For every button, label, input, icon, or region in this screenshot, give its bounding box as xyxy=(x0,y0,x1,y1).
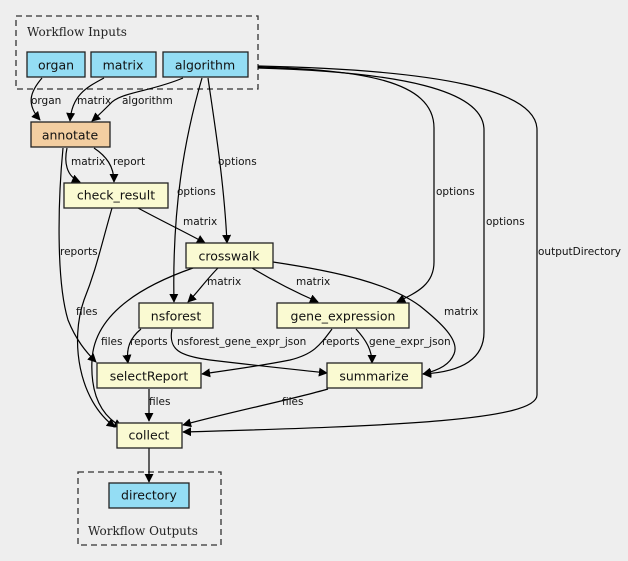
edge-crosswalk-to-summarize: matrix xyxy=(272,261,478,377)
edge-gene-expression-to-select-report: reports xyxy=(201,328,360,378)
node-select-report[interactable]: selectReport xyxy=(96,362,202,389)
node-label: matrix xyxy=(103,58,144,73)
node-label: gene_expression xyxy=(291,309,396,324)
edge-summarize-to-collect: files xyxy=(182,388,329,428)
edge-label: matrix xyxy=(444,306,478,318)
edge-annotate-to-select-report: reports xyxy=(58,147,98,363)
edge-label: nsforest_gene_expr_json xyxy=(177,336,306,348)
node-gene-expression[interactable]: gene_expression xyxy=(276,302,410,329)
cluster-outputs-label: Workflow Outputs xyxy=(88,524,198,538)
edge-label: algorithm xyxy=(122,95,173,107)
edge-label: gene_expr_json xyxy=(369,336,451,348)
node-annotate[interactable]: annotate xyxy=(30,121,111,148)
edge-crosswalk-to-gene-expression: matrix xyxy=(251,267,330,303)
node-directory[interactable]: directory xyxy=(108,482,190,509)
edge-crosswalk-to-collect: files xyxy=(91,267,194,428)
edge-label: matrix xyxy=(71,156,105,168)
node-organ[interactable]: organ xyxy=(26,51,86,78)
node-label: collect xyxy=(129,428,170,443)
node-collect[interactable]: collect xyxy=(116,422,183,449)
edge-algorithm-to-summarize: options xyxy=(257,67,525,379)
edge-label: files xyxy=(76,306,97,318)
node-matrix[interactable]: matrix xyxy=(90,51,157,78)
edge-organ-to-annotate: organ xyxy=(30,77,61,121)
edge-label: reports xyxy=(130,336,168,348)
edge-label: files xyxy=(101,336,122,348)
edge-label: matrix xyxy=(77,95,111,107)
edge-label: options xyxy=(436,186,475,198)
edge-crosswalk-to-nsforest: matrix xyxy=(187,267,241,303)
node-label: crosswalk xyxy=(198,249,260,264)
node-label: summarize xyxy=(339,369,409,384)
edge-algorithm-to-crosswalk: options xyxy=(207,77,257,244)
edge-algorithm-to-nsforest: options xyxy=(169,77,216,303)
node-label: algorithm xyxy=(175,58,235,73)
edge-label: options xyxy=(218,156,257,168)
node-crosswalk[interactable]: crosswalk xyxy=(185,242,274,269)
edge-matrix-to-annotate: matrix xyxy=(66,77,111,122)
edge-check-result-to-crosswalk: matrix xyxy=(137,207,217,244)
node-summarize[interactable]: summarize xyxy=(326,362,423,389)
cluster-workflow-inputs: Workflow Inputs xyxy=(15,15,259,90)
edge-label: matrix xyxy=(296,276,330,288)
cluster-inputs-label: Workflow Inputs xyxy=(27,25,127,39)
edge-nsforest-to-select-report: reports xyxy=(122,328,168,364)
node-nsforest[interactable]: nsforest xyxy=(138,302,214,329)
edge-gene-expression-to-summarize: gene_expr_json xyxy=(355,328,451,364)
edge-annotate-to-check-result-matrix: matrix xyxy=(65,147,105,183)
node-check-result[interactable]: check_result xyxy=(63,182,169,209)
node-label: selectReport xyxy=(110,369,189,384)
node-label: directory xyxy=(121,488,178,503)
edge-label: reports xyxy=(322,336,360,348)
edge-label: matrix xyxy=(183,216,217,228)
edge-label: report xyxy=(113,156,145,168)
edge-annotate-to-check-result-report: report xyxy=(93,147,145,183)
edge-label: reports xyxy=(60,246,98,258)
edge-check-result-to-collect: files xyxy=(76,207,116,428)
node-label: check_result xyxy=(77,188,155,203)
edge-algorithm-to-gene-expression: options xyxy=(257,66,475,303)
edge-label: options xyxy=(177,186,216,198)
edge-label: files xyxy=(282,396,303,408)
node-algorithm[interactable]: algorithm xyxy=(162,51,249,78)
edge-label: files xyxy=(149,396,170,408)
node-label: nsforest xyxy=(151,309,202,324)
edge-label: organ xyxy=(31,95,61,107)
edge-select-report-to-collect: files xyxy=(144,389,170,422)
edge-algorithm-to-annotate: algorithm xyxy=(91,77,184,122)
edge-label: options xyxy=(486,216,525,228)
edge-algorithm-to-collect: outputDirectory xyxy=(182,65,621,437)
edge-label: matrix xyxy=(207,276,241,288)
edge-nsforest-to-summarize: nsforest_gene_expr_json xyxy=(170,328,328,377)
node-label: annotate xyxy=(42,128,99,143)
node-label: organ xyxy=(38,58,74,73)
edge-label: outputDirectory xyxy=(538,246,621,258)
